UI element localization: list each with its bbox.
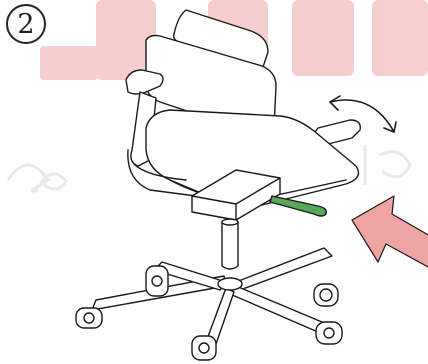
caster — [314, 284, 338, 306]
step-number-badge: 2 — [6, 4, 46, 44]
base-hub — [218, 278, 242, 290]
cylinder-top — [222, 219, 238, 225]
base-leg — [236, 248, 332, 290]
caster — [192, 336, 216, 360]
gas-cylinder — [222, 222, 238, 269]
watermark-block — [40, 46, 98, 80]
watermark-block — [292, 0, 354, 76]
adjustment-lever — [270, 196, 326, 216]
chair-base — [92, 248, 332, 344]
base-leg — [230, 286, 322, 332]
watermark-block — [372, 0, 428, 76]
caster — [76, 308, 102, 328]
push-arrow-icon — [352, 196, 428, 268]
caster — [146, 266, 168, 296]
caster — [316, 322, 342, 344]
